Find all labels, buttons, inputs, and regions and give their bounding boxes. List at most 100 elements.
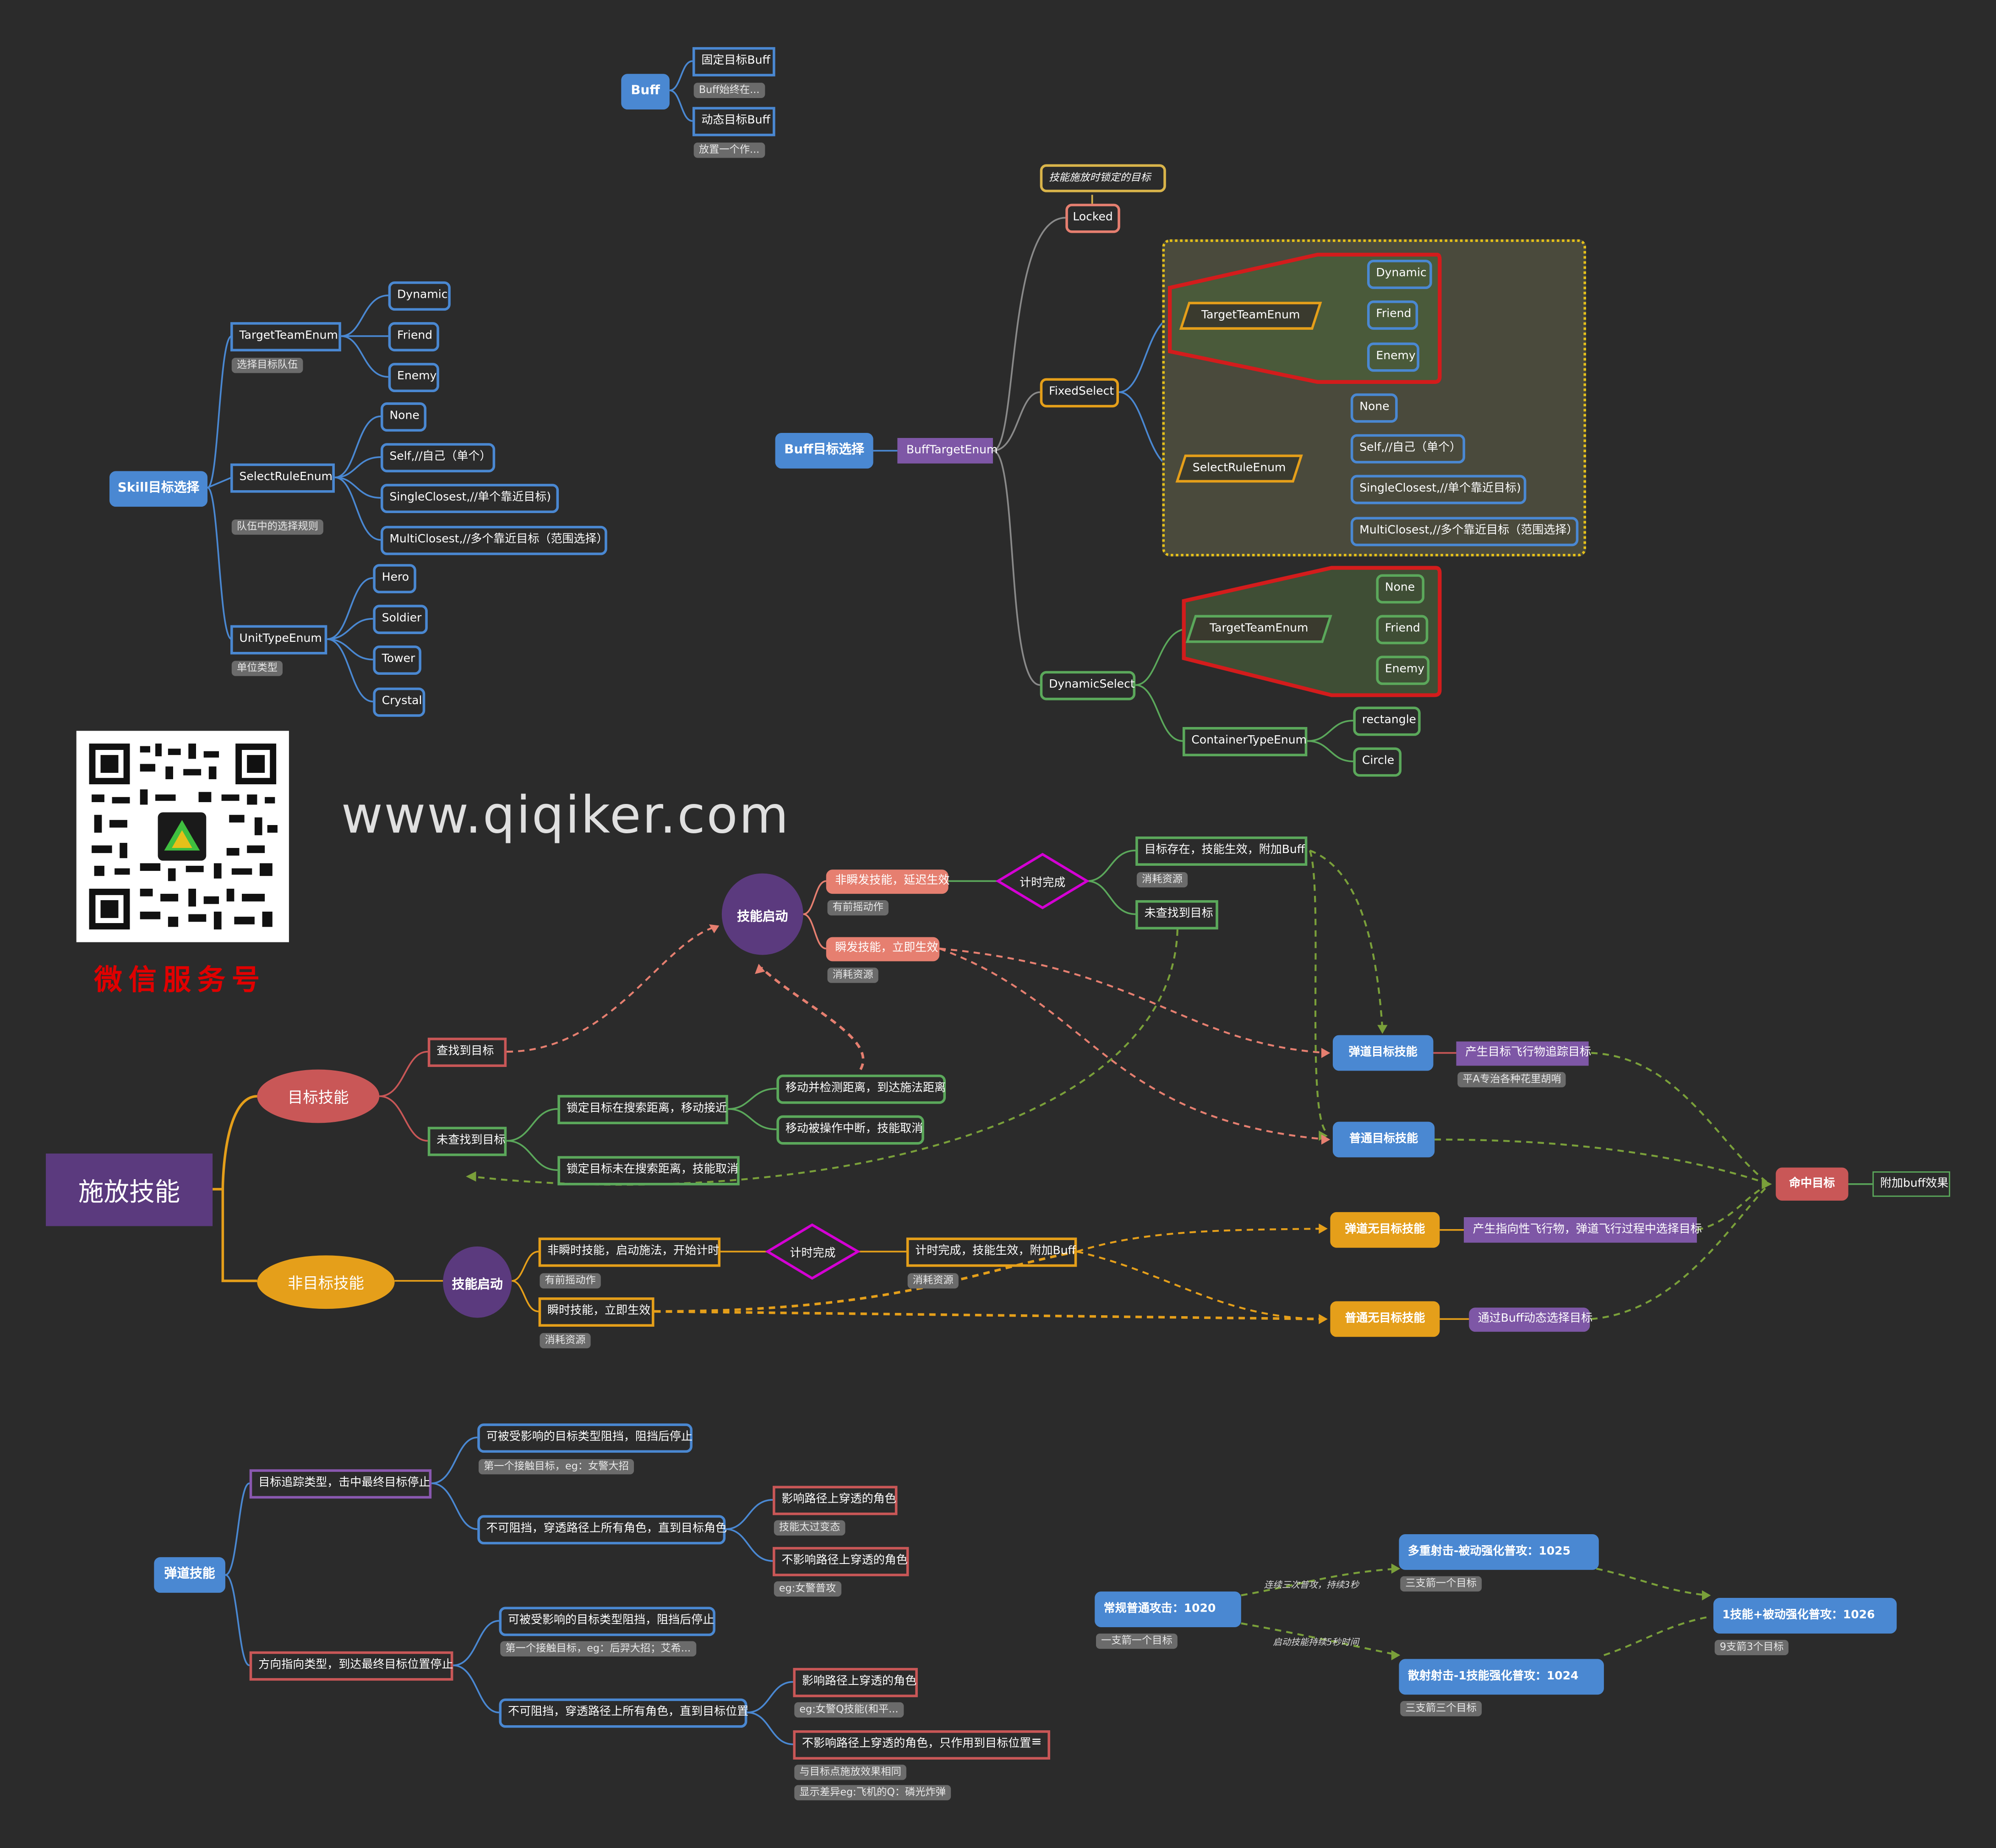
projectile-root[interactable]: 弹道技能: [154, 1557, 225, 1593]
dyn-team-item[interactable]: Enemy: [1376, 656, 1430, 685]
rule-item[interactable]: None: [381, 402, 427, 432]
target-missing-node[interactable]: 未查找到目标: [1135, 900, 1218, 929]
move-cancel-node[interactable]: 移动被操作中断，技能取消: [776, 1115, 924, 1145]
t-affect-node[interactable]: 影响路径上穿透的角色: [773, 1486, 898, 1515]
fixed-team-item[interactable]: Enemy: [1367, 342, 1419, 372]
container-item[interactable]: Circle: [1353, 747, 1402, 777]
tracking-type-node[interactable]: 目标追踪类型，击中最终目标停止: [249, 1469, 432, 1499]
edge-label-1: 连续三次普攻，持续3秒: [1264, 1580, 1359, 1591]
fixed-rule-item[interactable]: SingleClosest,//单个靠近目标): [1350, 475, 1527, 504]
d-affect-note: eg:女警Q技能(和平...: [794, 1702, 904, 1718]
proj-target-desc: 产生目标飞行物追踪目标: [1456, 1041, 1591, 1066]
rule-item[interactable]: SingleClosest,//单个靠近目标): [381, 484, 559, 514]
scatter-shot-node[interactable]: 散射射击-1技能强化普攻：1024: [1399, 1659, 1604, 1695]
unit-item[interactable]: Soldier: [373, 605, 428, 634]
d-noaffect-node[interactable]: 不影响路径上穿透的角色，只作用到目标位置: [793, 1730, 1050, 1760]
locked-label: 技能施放时锁定的目标: [1040, 164, 1166, 192]
direction-type-node[interactable]: 方向指向类型，到达最终目标位置停止: [249, 1651, 453, 1681]
notes-icon[interactable]: ≡: [1031, 1735, 1042, 1750]
move-detect-node[interactable]: 移动并检测距离，到达施法距离: [776, 1074, 946, 1104]
team-item[interactable]: Dynamic: [388, 281, 451, 311]
team-enum-note: 选择目标队伍: [231, 357, 303, 373]
fixed-rule-item[interactable]: Self,//自己（单个）: [1350, 434, 1465, 464]
dyn-team-item[interactable]: None: [1376, 574, 1425, 604]
normal-attack-node[interactable]: 常规普通攻击：1020: [1095, 1591, 1241, 1627]
combo-attack-note: 9支箭3个目标: [1714, 1640, 1789, 1656]
combo-attack-node[interactable]: 1技能+被动强化普攻：1026: [1713, 1598, 1897, 1634]
unit-item[interactable]: Hero: [373, 564, 416, 594]
team-enum-node[interactable]: TargetTeamEnum: [230, 322, 341, 352]
in-range-node[interactable]: 锁定目标在搜索距离，移动接近: [557, 1095, 728, 1125]
team-item[interactable]: Friend: [388, 322, 439, 352]
dynamic-buff-node[interactable]: 动态目标Buff: [692, 107, 775, 137]
fixed-select-node[interactable]: FixedSelect: [1040, 378, 1119, 408]
proj-target-skill[interactable]: 弹道目标技能: [1332, 1035, 1434, 1071]
normal-target-skill[interactable]: 普通目标技能: [1332, 1121, 1435, 1158]
instant-node[interactable]: 瞬发技能，立即生效: [826, 937, 940, 962]
hit-target-node[interactable]: 命中目标: [1776, 1167, 1849, 1201]
fixed-rule-enum[interactable]: SelectRuleEnum: [1175, 454, 1303, 483]
multi-shot-note: 三支箭一个目标: [1400, 1576, 1482, 1592]
timer-label: 计时完成: [1020, 876, 1066, 890]
nt-skill-start-node[interactable]: 技能启动: [443, 1246, 512, 1318]
nt-instant-node[interactable]: 瞬时技能，立即生效: [538, 1297, 654, 1327]
team-item[interactable]: Enemy: [388, 363, 439, 393]
unit-item[interactable]: Tower: [373, 645, 421, 675]
rule-enum-node[interactable]: SelectRuleEnum: [230, 463, 335, 493]
container-item[interactable]: rectangle: [1353, 706, 1421, 736]
scatter-shot-note: 三支箭三个目标: [1400, 1701, 1482, 1717]
buff-select-root[interactable]: Buff目标选择: [775, 432, 873, 469]
t-pierce-node[interactable]: 不可阻挡，穿透路径上所有角色，直到目标角色: [477, 1515, 727, 1545]
dynamic-select-node[interactable]: DynamicSelect: [1040, 671, 1136, 700]
fixed-team-item[interactable]: Friend: [1367, 300, 1418, 330]
nt-non-instant-note: 有前摇动作: [540, 1273, 601, 1289]
dyn-team-enum[interactable]: TargetTeamEnum: [1185, 615, 1332, 643]
target-skill-node[interactable]: 目标技能: [257, 1069, 380, 1123]
nt-non-instant-node[interactable]: 非瞬时技能，启动施法，开始计时: [538, 1237, 721, 1267]
buff-root[interactable]: Buff: [621, 74, 670, 110]
skill-select-root[interactable]: Skill目标选择: [109, 471, 208, 507]
fixed-rule-item[interactable]: None: [1350, 393, 1398, 423]
t-noaffect-note: eg:女警普攻: [774, 1581, 841, 1597]
container-enum[interactable]: ContainerTypeEnum: [1182, 727, 1308, 756]
d-block-node[interactable]: 可被受影响的目标类型阻挡，阻挡后停止: [499, 1607, 715, 1636]
multi-shot-node[interactable]: 多重射击-被动强化普攻：1025: [1399, 1534, 1599, 1570]
cast-root[interactable]: 施放技能: [46, 1154, 213, 1226]
fixed-rule-item[interactable]: MultiClosest,//多个靠近目标（范围选择）: [1350, 517, 1579, 547]
non-instant-note: 有前摇动作: [827, 900, 889, 916]
non-instant-node[interactable]: 非瞬发技能，延迟生效: [826, 869, 949, 894]
d-noaffect-note-1: 与目标点施放效果相同: [794, 1765, 906, 1780]
locked-node[interactable]: Locked: [1065, 203, 1120, 233]
nontarget-skill-node[interactable]: 非目标技能: [257, 1255, 395, 1309]
d-affect-node[interactable]: 影响路径上穿透的角色: [793, 1668, 918, 1697]
rule-item[interactable]: Self,//自己（单个）: [381, 443, 496, 473]
unit-item[interactable]: Crystal: [373, 687, 425, 717]
normal-nontarget-desc: 通过Buff动态选择目标: [1469, 1307, 1592, 1332]
fixed-team-enum[interactable]: TargetTeamEnum: [1179, 301, 1322, 330]
skill-start-node[interactable]: 技能启动: [721, 873, 803, 955]
buff-target-enum[interactable]: BuffTargetEnum: [897, 438, 998, 464]
not-found-target-node[interactable]: 未查找到目标: [427, 1126, 507, 1156]
t-block-note: 第一个接触目标，eg：女警大招: [479, 1459, 634, 1475]
target-exists-note: 消耗资源: [1136, 872, 1188, 888]
out-range-node[interactable]: 锁定目标未在搜索距离，技能取消: [557, 1156, 740, 1186]
nt-timer-done-node[interactable]: 计时完成，技能生效，附加Buff: [906, 1237, 1077, 1267]
fixed-buff-node[interactable]: 固定目标Buff: [692, 47, 775, 77]
unit-enum-node[interactable]: UnitTypeEnum: [230, 625, 327, 655]
rule-item[interactable]: MultiClosest,//多个靠近目标（范围选择）: [381, 525, 608, 555]
fixed-team-item[interactable]: Dynamic: [1367, 259, 1432, 289]
d-pierce-node[interactable]: 不可阻挡，穿透路径上所有角色，直到目标位置: [499, 1698, 748, 1728]
found-target-node[interactable]: 查找到目标: [427, 1038, 507, 1067]
nt-timer-diamond: [765, 1223, 861, 1280]
unit-enum-note: 单位类型: [231, 661, 283, 676]
proj-nontarget-skill[interactable]: 弹道无目标技能: [1330, 1212, 1440, 1248]
target-exists-node[interactable]: 目标存在，技能生效，附加Buff: [1135, 837, 1308, 866]
t-block-node[interactable]: 可被受影响的目标类型阻挡，阻挡后停止: [477, 1423, 693, 1453]
qr-code: [76, 731, 289, 942]
t-noaffect-node[interactable]: 不影响路径上穿透的角色: [773, 1547, 909, 1576]
rule-enum-note: 队伍中的选择规则: [231, 519, 323, 535]
dyn-team-item[interactable]: Friend: [1376, 615, 1429, 645]
normal-attack-note: 一支箭一个目标: [1096, 1633, 1178, 1649]
normal-nontarget-skill[interactable]: 普通无目标技能: [1330, 1301, 1440, 1337]
